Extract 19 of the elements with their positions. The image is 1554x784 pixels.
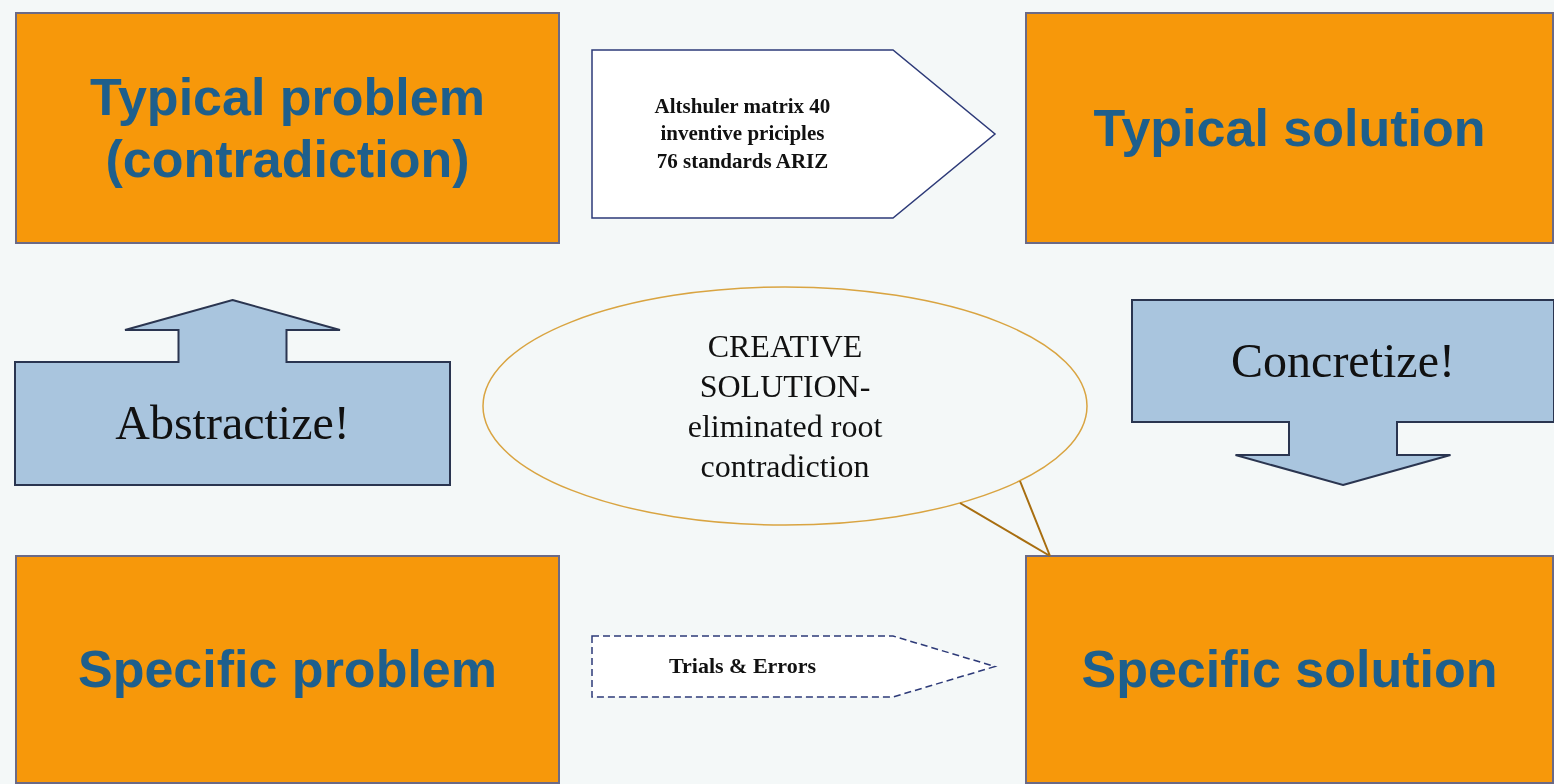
edge-label: Trials & Errors — [668, 652, 817, 681]
process-box — [15, 555, 560, 784]
edge-label: Altshuler matrix 40 inventive priciples 76 standards ARIZ — [653, 93, 832, 175]
edge-label: Abstractize! — [115, 395, 350, 452]
box-title: Typical solution — [1092, 97, 1487, 159]
box-title: Typical problem (contradiction) — [89, 66, 486, 190]
process-box — [15, 12, 560, 244]
pentagon-arrow — [591, 635, 998, 698]
speech-bubble — [480, 284, 1090, 528]
bubble-text: CREATIVE SOLUTION- eliminated root contradiction — [686, 327, 884, 486]
box-title: Specific problem — [77, 639, 498, 701]
edge-label: Concretize! — [1231, 332, 1455, 389]
callout-tail — [959, 480, 1051, 557]
block-arrow — [14, 298, 451, 486]
process-box — [1025, 555, 1554, 784]
process-box — [1025, 12, 1554, 244]
pentagon-arrow — [591, 49, 997, 219]
block-arrow — [1131, 299, 1554, 487]
box-title: Specific solution — [1080, 639, 1499, 701]
